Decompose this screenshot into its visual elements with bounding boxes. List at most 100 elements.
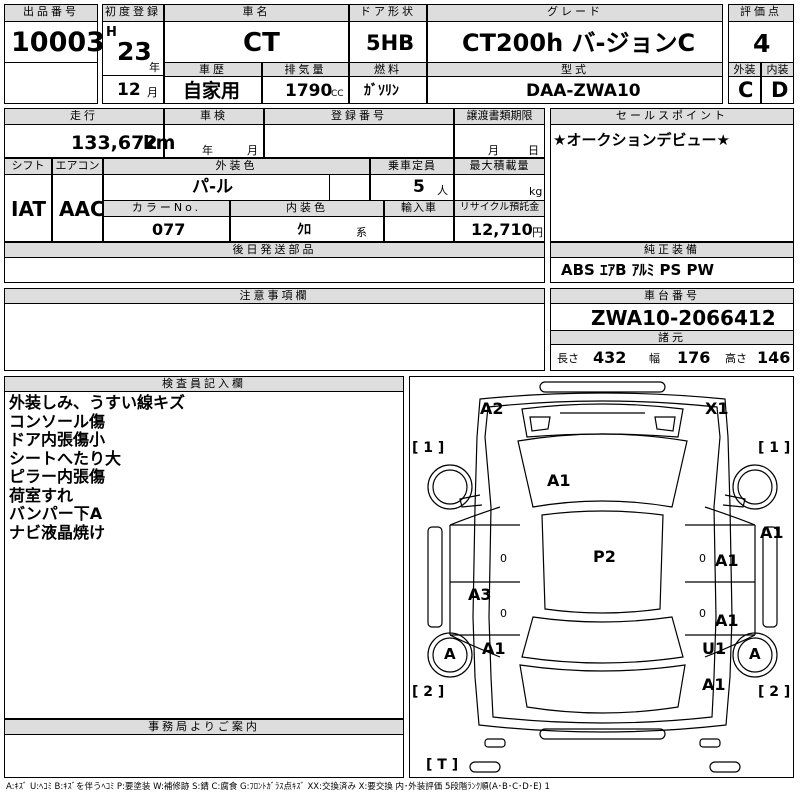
- transfer-day-unit: 日: [528, 144, 539, 157]
- inspector-line: コンソール傷: [9, 411, 106, 431]
- ac-value: AAC: [59, 197, 105, 221]
- office-box: [4, 734, 404, 778]
- color-extra-box: [329, 174, 370, 201]
- bracket-2-left: [ 2 ]: [412, 684, 445, 700]
- mark-a1-hood: A1: [547, 471, 571, 490]
- fuel-box: ｶﾞｿﾘﾝ: [349, 76, 427, 104]
- mark-a3: A3: [468, 585, 492, 604]
- legend-text: A:ｷｽﾞ U:ﾍｺﾐ B:ｷｽﾞを伴うﾍｺﾐ P:要塗装 W:補修跡 S:錆 …: [6, 782, 550, 792]
- length-value: 432: [593, 348, 627, 367]
- shift-label: シフト: [4, 158, 52, 175]
- inspection-year-unit: 年: [202, 144, 213, 157]
- reg-month: 12: [117, 80, 141, 100]
- capacity-box: 5 人: [370, 174, 454, 201]
- bracket-t: [ T ]: [426, 757, 459, 773]
- import-box: [384, 216, 454, 242]
- recycle-box: 12,710 円: [454, 216, 545, 242]
- reg-year-unit: 年: [149, 61, 160, 74]
- lot-no-label: 出品番号: [4, 4, 98, 22]
- mark-a1-rear: A1: [702, 675, 726, 694]
- capacity-value: 5: [413, 177, 425, 197]
- inspection-month-unit: 月: [247, 144, 258, 157]
- score-box: 4: [728, 21, 794, 63]
- capacity-label: 乗車定員: [370, 158, 454, 175]
- history-box: 自家用: [164, 76, 262, 104]
- shift-box: IAT: [4, 174, 52, 242]
- fuel-label: 燃料: [349, 62, 427, 77]
- inspection-box: 年 月: [164, 124, 264, 158]
- color-label: 外装色: [103, 158, 370, 175]
- history-value: 自家用: [183, 80, 241, 102]
- mark-u1: U1: [702, 639, 727, 658]
- height-label: 高さ: [725, 352, 747, 365]
- mileage-unit: km: [143, 132, 176, 154]
- specs-box: 長さ 432 幅 176 高さ 146: [550, 344, 794, 371]
- model-value: DAA-ZWA10: [526, 81, 641, 101]
- inspector-line: ドア内張傷小: [9, 430, 106, 449]
- mark-a1-right-front: A1: [760, 523, 784, 542]
- color-no-box: 077: [103, 216, 230, 242]
- lot-blank-box: [4, 62, 98, 104]
- reg-no-label: 登録番号: [264, 108, 454, 125]
- inspector-notes: 外装しみ、うすい線キズ コンソール傷 ドア内張傷小 シートへたり大 ピラー内張傷…: [9, 393, 186, 542]
- first-reg-month-box: 12 月: [102, 75, 164, 104]
- car-name: CT: [243, 28, 280, 58]
- fuel-value: ｶﾞｿﾘﾝ: [364, 83, 399, 99]
- specs-label: 諸元: [550, 330, 794, 345]
- mark-a2: A2: [480, 399, 504, 418]
- grade-box: CT200h バ-ジョンC: [427, 21, 723, 63]
- recycle-value: 12,710: [471, 220, 533, 239]
- history-label: 車歴: [164, 62, 262, 77]
- car-outline: [427, 381, 778, 773]
- equipment-value: ABS ｴｱB ｱﾙﾐ PS PW: [561, 261, 715, 279]
- transfer-box: 月 日: [454, 124, 545, 158]
- damage-diagram: A2 X1 A1 A1 P2 A1 A3 A1 A1 U1 A1 A A 0 0…: [409, 376, 794, 778]
- car-name-box: CT: [164, 21, 349, 63]
- score-label: 評価点: [728, 4, 794, 22]
- inspector-line: 外装しみ、うすい線キズ: [9, 393, 186, 412]
- lot-no-box: 10003: [4, 21, 105, 63]
- interior-label: 内装: [761, 62, 794, 77]
- bracket-1-left: [ 1 ]: [412, 440, 445, 456]
- chassis-label: 車台番号: [550, 288, 794, 304]
- reg-no-box: [264, 124, 454, 158]
- bracket-1-right: [ 1 ]: [758, 440, 791, 456]
- chassis-box: ZWA10-2066412: [550, 303, 794, 331]
- color-no-value: 077: [152, 220, 186, 239]
- width-value: 176: [677, 348, 711, 367]
- mileage-box: 133,672 km: [4, 124, 175, 158]
- score-value: 4: [753, 29, 771, 58]
- ac-label: エアコン: [52, 158, 103, 175]
- inspector-line: 荷室すれ: [9, 485, 74, 505]
- mark-a1-right-door1: A1: [715, 551, 739, 570]
- int-color-box: ｸﾛ 系: [230, 216, 384, 242]
- sales-label: セールスポイント: [550, 108, 794, 125]
- displacement-label: 排気量: [262, 62, 349, 77]
- inspector-line: バンパー下A: [9, 504, 103, 523]
- interior-value: D: [771, 78, 789, 102]
- tire-mark-left-rear: A: [444, 645, 456, 663]
- inspector-line: ピラー内張傷: [9, 467, 106, 486]
- sales-text: ★オークションデビュー★: [553, 131, 730, 149]
- grade-value: CT200h バ-ジョンC: [462, 29, 696, 57]
- displacement-box: 1790 CC: [262, 76, 349, 104]
- displacement-value: 1790: [285, 81, 333, 101]
- inspector-line: ナビ液晶焼け: [9, 522, 106, 542]
- lot-no: 10003: [11, 27, 105, 58]
- int-color-unit: 系: [356, 226, 367, 239]
- max-load-label: 最大積載量: [454, 158, 545, 175]
- notes-box: [4, 303, 545, 371]
- notes-label: 注意事項欄: [4, 288, 545, 304]
- ac-box: AAC: [52, 174, 105, 242]
- mark-a1-left-rear: A1: [482, 639, 506, 658]
- office-label: 事務局よりご案内: [4, 719, 404, 735]
- mark-p2: P2: [593, 547, 616, 566]
- exterior-label: 外装: [728, 62, 761, 77]
- equipment-label: 純正装備: [550, 242, 794, 258]
- recycle-label: リサイクル預託金: [454, 200, 545, 217]
- inspector-box: 外装しみ、うすい線キズ コンソール傷 ドア内張傷小 シートへたり大 ピラー内張傷…: [4, 391, 404, 719]
- inspection-label: 車検: [164, 108, 264, 125]
- height-value: 146: [757, 348, 791, 367]
- chassis-value: ZWA10-2066412: [591, 306, 776, 330]
- mark-o-right1: 0: [699, 552, 706, 565]
